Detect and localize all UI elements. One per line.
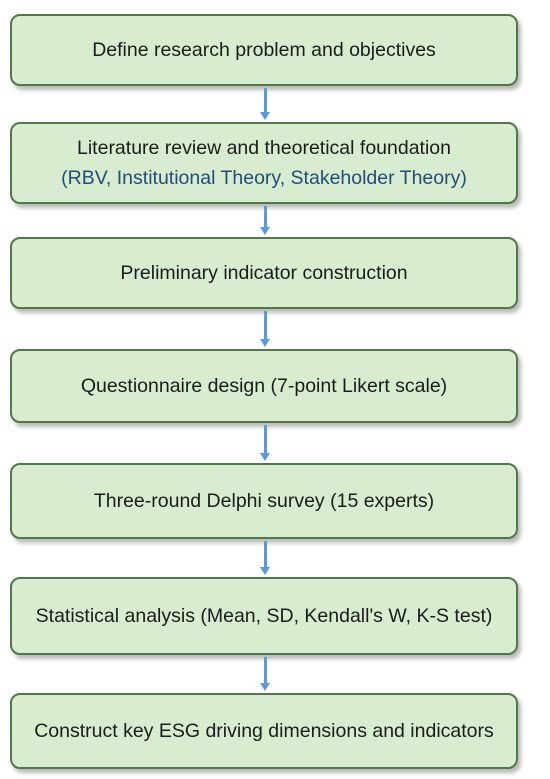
arrow-6	[260, 657, 270, 691]
step-define-problem: Define research problem and objectives	[10, 14, 518, 86]
arrow-4	[260, 425, 270, 461]
step-statistical-analysis: Statistical analysis (Mean, SD, Kendall'…	[10, 577, 518, 655]
arrow-2	[260, 206, 270, 235]
arrow-5	[260, 541, 270, 575]
step-theories: (RBV, Institutional Theory, Stakeholder …	[61, 167, 467, 189]
step-construct-esg-dimensions: Construct key ESG driving dimensions and…	[10, 693, 518, 769]
step-delphi-survey: Three-round Delphi survey (15 experts)	[10, 463, 518, 539]
step-label: Preliminary indicator construction	[120, 262, 408, 284]
step-questionnaire-design: Questionnaire design (7-point Likert sca…	[10, 349, 518, 423]
step-literature-review: Literature review and theoretical founda…	[10, 122, 518, 204]
arrow-1	[260, 88, 270, 120]
step-indicator-construction: Preliminary indicator construction	[10, 237, 518, 309]
step-label: Literature review and theoretical founda…	[77, 137, 451, 159]
step-label: Statistical analysis (Mean, SD, Kendall'…	[35, 605, 493, 627]
step-label: Three-round Delphi survey (15 experts)	[93, 490, 435, 512]
step-label: Construct key ESG driving dimensions and…	[34, 720, 494, 742]
step-label: Questionnaire design (7-point Likert sca…	[80, 375, 448, 397]
arrow-3	[260, 311, 270, 347]
step-label: Define research problem and objectives	[92, 39, 436, 61]
